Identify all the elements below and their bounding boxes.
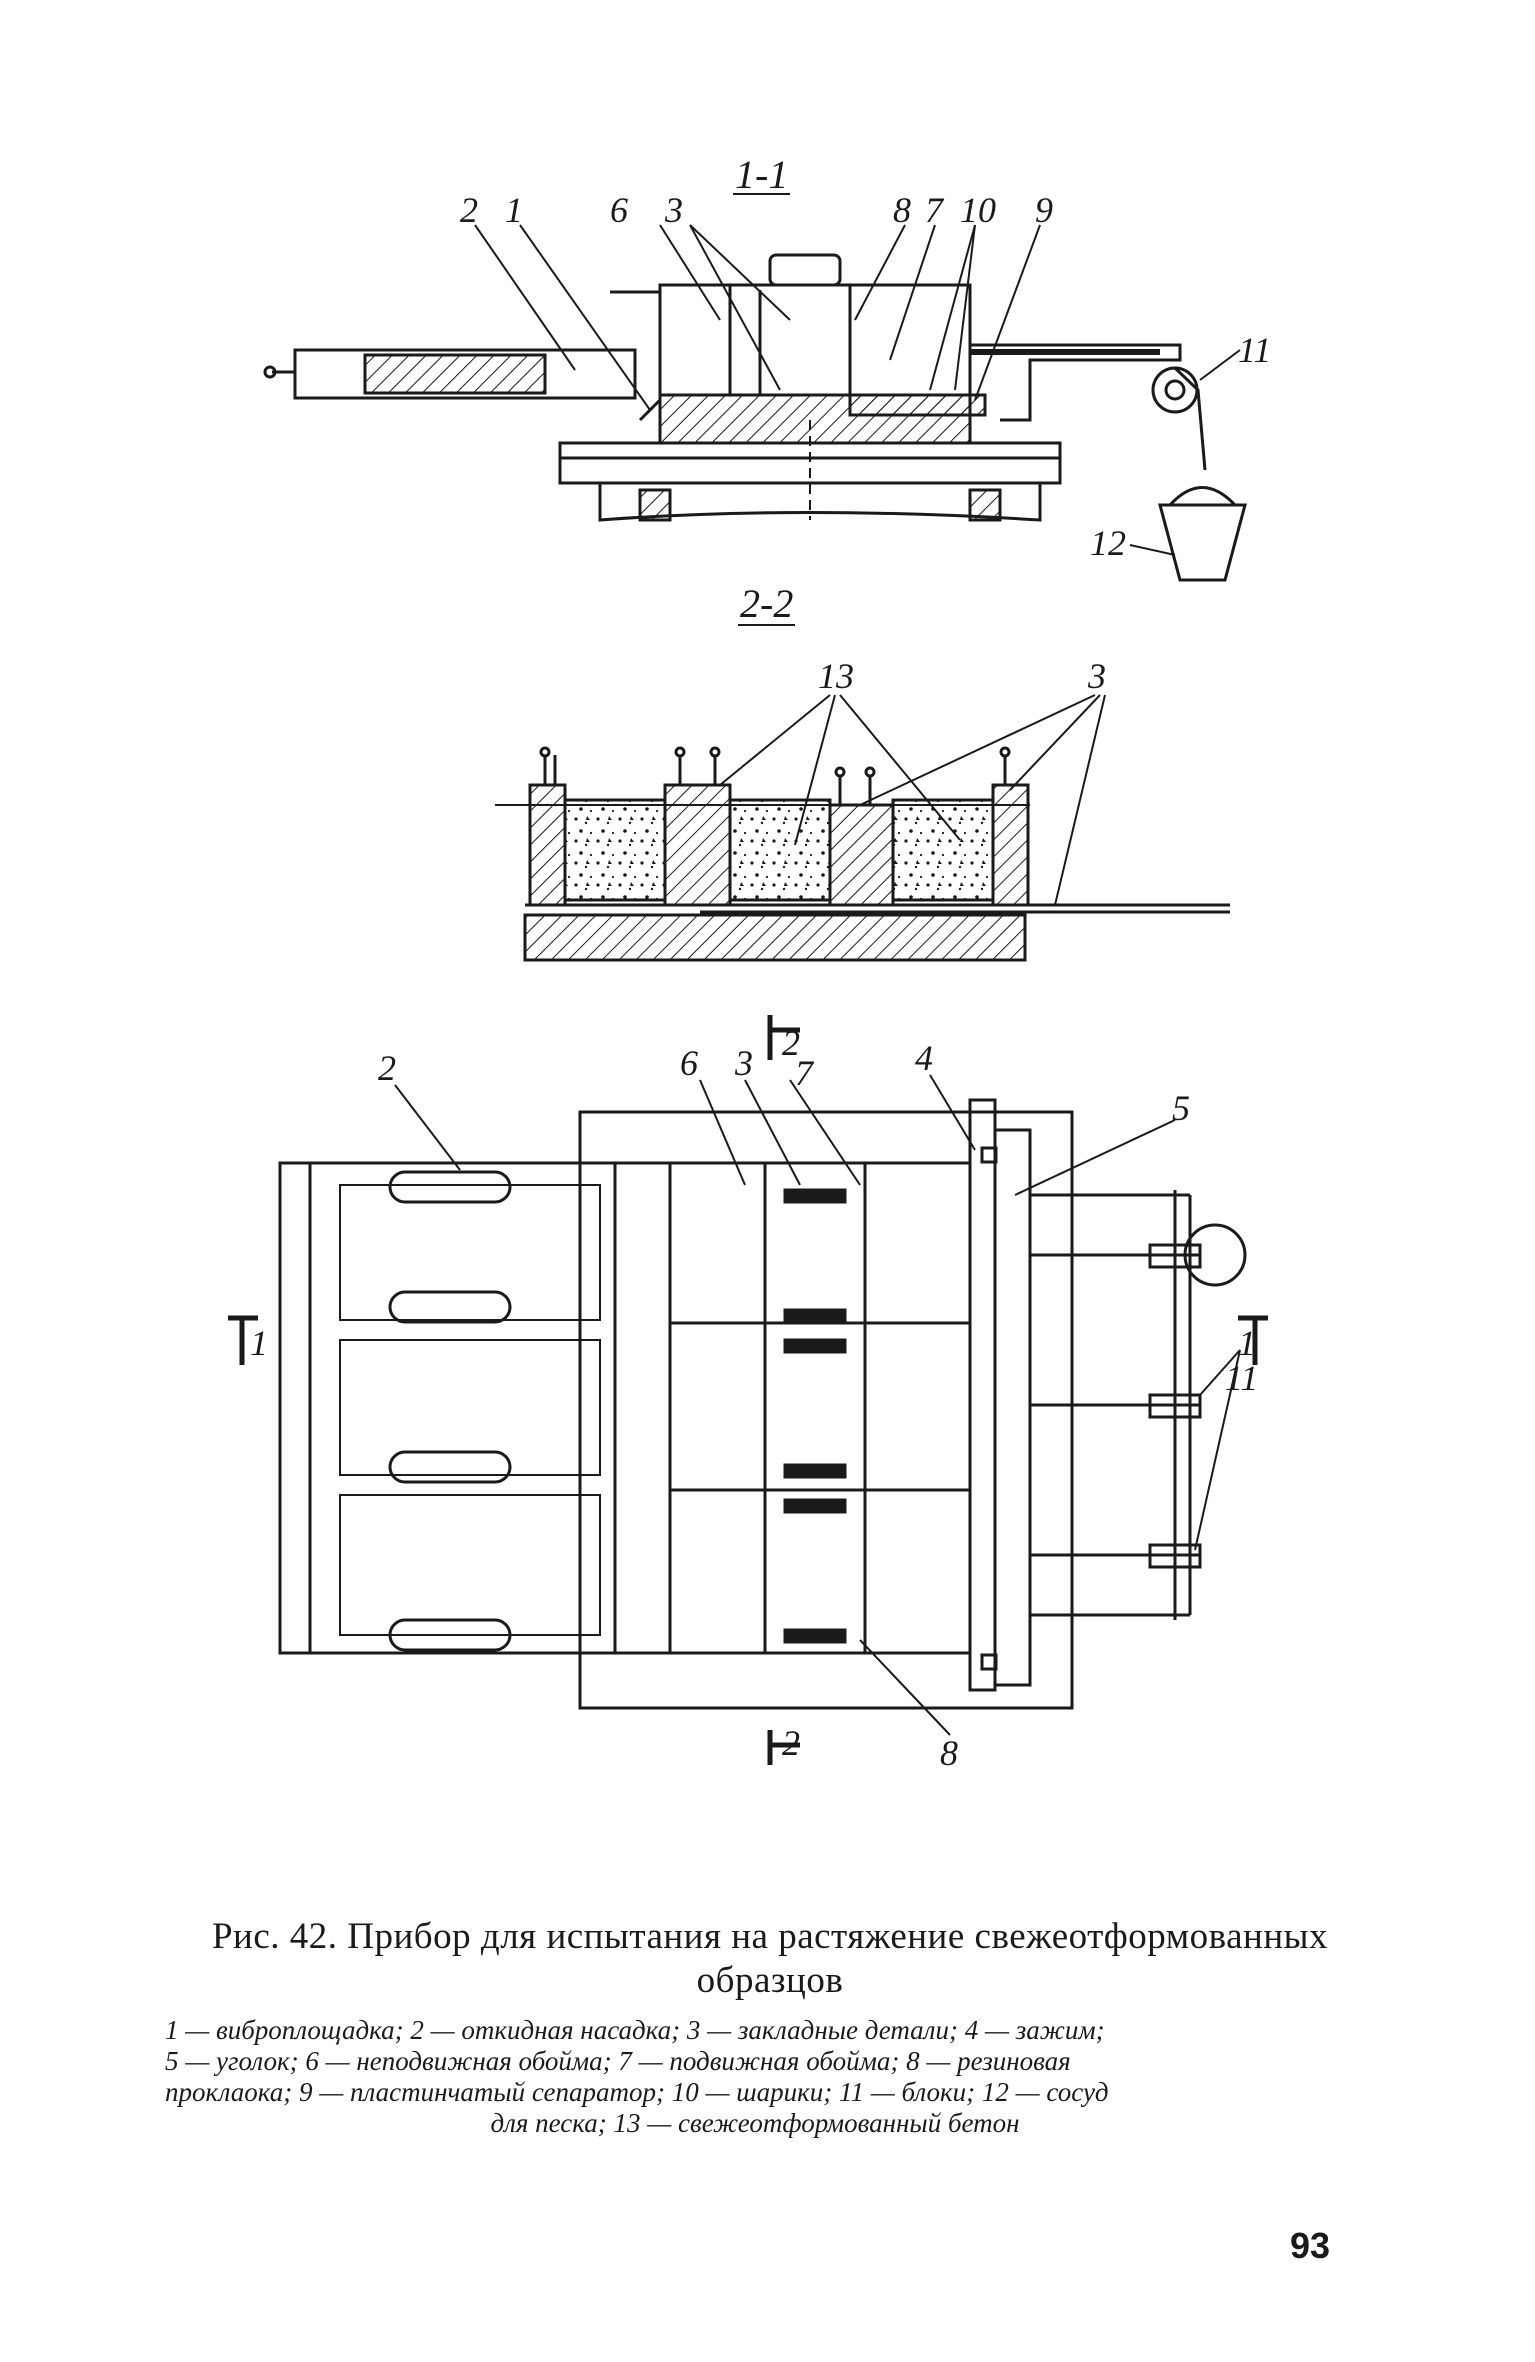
figure-legend: 1 — виброплощадка; 2 — откидная насадка;…	[165, 2015, 1345, 2139]
legend-line-4: для песка; 13 — свежеотформованный бетон	[490, 2108, 1020, 2138]
callout-10: 10	[960, 190, 996, 230]
plan-callout-3: 3	[734, 1043, 753, 1083]
cut-1-left-label: 1	[250, 1323, 268, 1363]
page-number: 93	[1290, 2225, 1331, 2266]
callout-7: 7	[925, 190, 945, 230]
callout-6: 6	[610, 190, 628, 230]
section-1-1-label: 1-1	[735, 152, 788, 197]
cut-1-right-label: 1	[1238, 1323, 1256, 1363]
drawing-canvas: 1-1	[228, 152, 1271, 1773]
cut-2-top-label: 2	[782, 1023, 800, 1063]
callout-1: 1	[505, 190, 523, 230]
plan-callout-7: 7	[795, 1053, 815, 1093]
callout-8: 8	[893, 190, 911, 230]
caption-title-line-2: образцов	[696, 1960, 844, 2001]
callout-11: 11	[1238, 330, 1271, 370]
section-2-2-label: 2-2	[740, 581, 793, 626]
legend-line-2: 5 — уголок; 6 — неподвижная обойма; 7 — …	[165, 2046, 1071, 2076]
legend-line-3: проклаока; 9 — пластинчатый сепаратор; 1…	[165, 2077, 1109, 2107]
plan-callout-5: 5	[1172, 1088, 1190, 1128]
callout-9: 9	[1035, 190, 1053, 230]
callout-2: 2	[460, 190, 478, 230]
callout-13: 13	[818, 656, 854, 696]
caption-title-line-1: Рис. 42. Прибор для испытания на растяже…	[211, 1916, 1328, 1957]
plan-callout-2: 2	[378, 1048, 396, 1088]
callout-12: 12	[1090, 523, 1126, 563]
section-1-1-view: 1-1	[263, 152, 1271, 582]
cut-2-bottom-label: 2	[782, 1723, 800, 1763]
callout-3-view2: 3	[1087, 656, 1106, 696]
legend-line-1: 1 — виброплощадка; 2 — откидная насадка;…	[165, 2015, 1105, 2045]
section-2-2-view: 2-2	[495, 581, 1230, 962]
technical-drawing: 1-1	[228, 152, 1271, 1773]
plan-view: 2 2 1 1	[228, 1015, 1268, 1773]
plan-callout-4: 4	[915, 1038, 933, 1078]
figure-caption-title: Рис. 42. Прибор для испытания на растяже…	[150, 1915, 1390, 2003]
plan-callout-11: 11	[1225, 1358, 1258, 1398]
callout-3: 3	[664, 190, 683, 230]
plan-callout-6: 6	[680, 1043, 698, 1083]
plan-callout-8: 8	[940, 1733, 958, 1773]
